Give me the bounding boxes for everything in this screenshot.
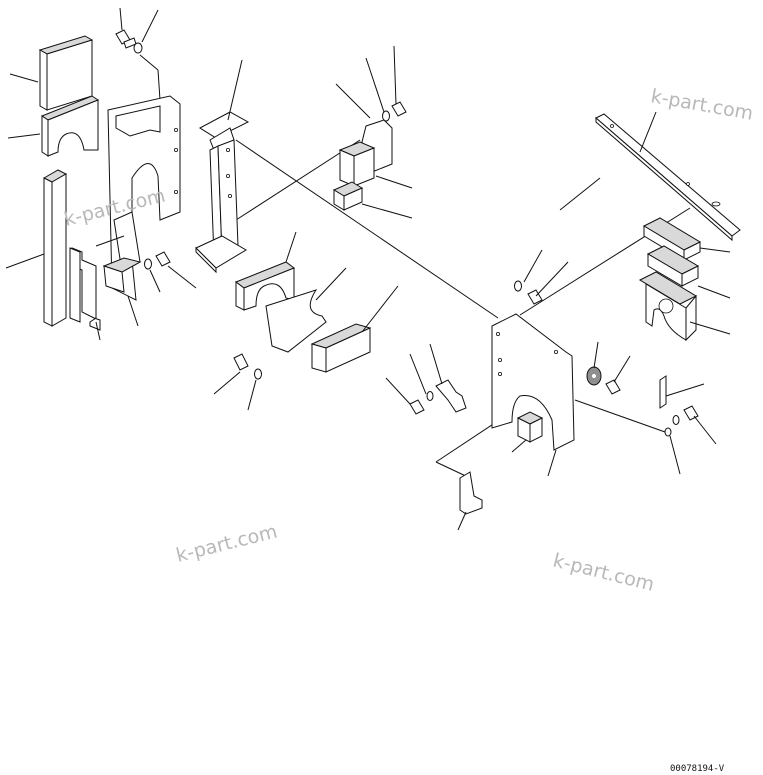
- small-bracket-right: [435, 379, 467, 413]
- leader-lines: [5, 7, 731, 531]
- channel-bracket-left: [69, 247, 101, 331]
- watermark-bottom-right: k-part.com: [551, 550, 657, 596]
- watermark-top-right: k-part.com: [649, 85, 755, 125]
- long-bar-right: [595, 113, 741, 242]
- shaped-plate-center: [265, 289, 327, 353]
- support-block-mid-left: [102, 211, 142, 293]
- block-center-a: [338, 141, 376, 187]
- tall-plate-left: [42, 169, 68, 327]
- block-center-b: [332, 181, 364, 211]
- block-right-cutout: [638, 271, 698, 342]
- fasteners: [115, 29, 699, 437]
- side-plate-right: [491, 313, 575, 451]
- hook-bracket-bottom: [459, 471, 483, 515]
- frame-lines: [139, 54, 691, 479]
- block-right-b: [646, 245, 700, 287]
- column-post: [195, 111, 250, 274]
- block-top-left: [38, 35, 94, 111]
- drawing-code: 00078194-V: [670, 764, 725, 774]
- block-cutout-left: [40, 95, 100, 157]
- bar-block-center: [310, 323, 372, 373]
- cutout-block-center: [234, 261, 296, 311]
- spacer-block-right: [516, 411, 544, 443]
- watermark-bottom-left: k-part.com: [174, 520, 280, 566]
- thin-plate-right: [659, 375, 667, 409]
